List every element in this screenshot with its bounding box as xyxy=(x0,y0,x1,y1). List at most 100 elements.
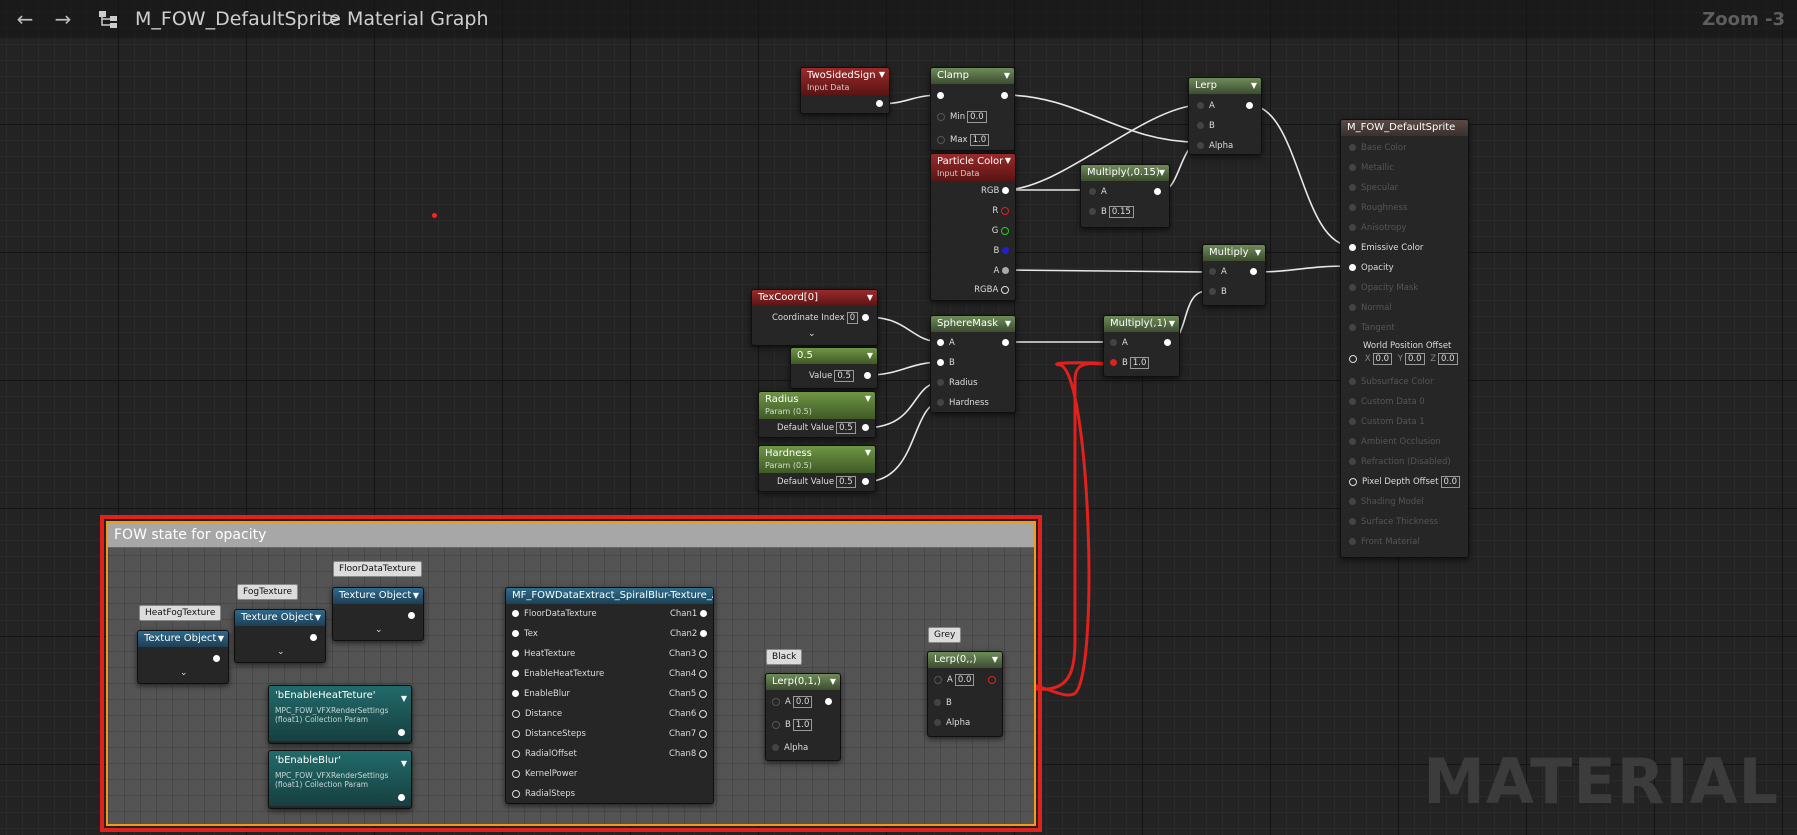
chevron-down-icon[interactable]: ▼ xyxy=(400,694,407,703)
chevron-down-icon[interactable]: ▼ xyxy=(864,394,871,403)
const-value[interactable]: 0.5 xyxy=(834,370,854,382)
chevron-down-icon[interactable]: ▼ xyxy=(1250,81,1257,90)
mf-output-pin[interactable]: Chan2 xyxy=(670,628,707,640)
mf-input-pin[interactable]: KernelPower xyxy=(512,768,577,780)
mf-input-pin[interactable]: EnableBlur xyxy=(512,688,570,700)
comment-title[interactable]: FOW state for opacity xyxy=(108,523,1034,548)
breadcrumb-material-graph[interactable]: Material Graph xyxy=(347,8,489,30)
output-pin[interactable] xyxy=(1154,186,1161,198)
mf-input-pin[interactable]: DistanceSteps xyxy=(512,728,586,740)
a-pin[interactable]: A xyxy=(993,265,1009,277)
input-pin[interactable] xyxy=(937,90,944,102)
output-pin[interactable] xyxy=(1001,90,1008,102)
alpha-pin[interactable]: Alpha xyxy=(772,742,808,754)
pin-emissive-color[interactable]: Emissive Color xyxy=(1349,242,1423,254)
mf-output-pin[interactable]: Chan8 xyxy=(669,748,707,760)
chevron-down-icon[interactable]: ▼ xyxy=(829,677,836,686)
mf-output-pin[interactable]: Chan3 xyxy=(669,648,707,660)
output-pin[interactable] xyxy=(398,727,405,739)
b-value[interactable]: 1.0 xyxy=(792,719,813,731)
mf-input-pin[interactable]: EnableHeatTexture xyxy=(512,668,604,680)
mf-output-pin[interactable]: Chan1 xyxy=(670,608,707,620)
pin-opacity[interactable]: Opacity xyxy=(1349,262,1394,274)
hierarchy-icon[interactable] xyxy=(98,10,118,28)
output-pin[interactable] xyxy=(862,422,869,434)
chevron-down-icon[interactable]: ⌄ xyxy=(808,329,816,339)
chevron-down-icon[interactable]: ▼ xyxy=(1158,168,1165,177)
b-pin[interactable]: B xyxy=(937,357,955,369)
a-value[interactable]: 0.0 xyxy=(954,674,975,686)
output-pin[interactable] xyxy=(862,312,869,324)
min-value[interactable]: 0.0 xyxy=(967,111,987,123)
a-pin[interactable]: A xyxy=(937,337,955,349)
g-pin[interactable]: G xyxy=(992,225,1009,237)
mf-output-pin[interactable]: Chan5 xyxy=(669,688,707,700)
a-pin[interactable]: A xyxy=(1197,100,1215,112)
output-pin[interactable] xyxy=(864,370,871,382)
chevron-down-icon[interactable]: ▼ xyxy=(1003,71,1010,80)
wpo-z[interactable]: 0.0 xyxy=(1438,353,1458,365)
node-benableblur-param[interactable]: 'bEnableBlur' MPC_FOW_VFXRenderSettings … xyxy=(268,750,412,809)
node-material-output[interactable]: M_FOW_DefaultSprite Base Color Metallic … xyxy=(1340,119,1469,558)
chevron-down-icon[interactable]: ▼ xyxy=(866,351,873,360)
mf-output-pin[interactable]: Chan4 xyxy=(669,668,707,680)
output-pin[interactable] xyxy=(862,476,869,488)
output-pin[interactable] xyxy=(408,610,415,622)
alpha-pin[interactable]: Alpha xyxy=(1197,140,1233,152)
chevron-down-icon[interactable]: ▼ xyxy=(1254,248,1261,257)
mf-input-pin[interactable]: RadialSteps xyxy=(512,788,575,800)
breadcrumb-asset[interactable]: M_FOW_DefaultSprite xyxy=(135,8,341,30)
mf-output-pin[interactable]: Chan6 xyxy=(669,708,707,720)
node-lerp[interactable]: Lerp▼ A B Alpha xyxy=(1188,77,1262,155)
node-texture-object-fog[interactable]: Texture Object▼ ⌄ xyxy=(234,609,326,663)
output-pin[interactable] xyxy=(310,632,317,644)
b-pin[interactable]: B xyxy=(993,245,1009,257)
b-pin[interactable]: B xyxy=(1209,286,1227,298)
node-texture-object-floor[interactable]: Texture Object▼ ⌄ xyxy=(332,587,424,641)
node-spheremask[interactable]: SphereMask▼ A B Radius Hardness xyxy=(930,315,1016,413)
mf-input-pin[interactable]: HeatTexture xyxy=(512,648,575,660)
mf-input-pin[interactable]: FloorDataTexture xyxy=(512,608,597,620)
mf-input-pin[interactable]: Distance xyxy=(512,708,562,720)
forward-arrow-icon[interactable]: → xyxy=(54,7,72,31)
chevron-down-icon[interactable]: ▼ xyxy=(412,591,419,600)
chevron-down-icon[interactable]: ▼ xyxy=(866,293,873,302)
wpo-x[interactable]: 0.0 xyxy=(1372,353,1393,365)
chevron-down-icon[interactable]: ▼ xyxy=(991,655,998,664)
hardness-pin[interactable]: Hardness xyxy=(937,397,989,409)
chevron-down-icon[interactable]: ⌄ xyxy=(375,625,383,635)
a-value[interactable]: 0.0 xyxy=(792,696,813,708)
chevron-down-icon[interactable]: ▼ xyxy=(1004,319,1011,328)
b-pin[interactable]: B xyxy=(1197,120,1215,132)
wpo-y[interactable]: 0.0 xyxy=(1404,353,1425,365)
chevron-down-icon[interactable]: ▼ xyxy=(400,759,407,768)
hardness-value[interactable]: 0.5 xyxy=(836,476,856,488)
node-multiply[interactable]: Multiply▼ A B xyxy=(1202,244,1266,306)
a-pin[interactable]: A xyxy=(1110,337,1128,349)
r-pin[interactable]: R xyxy=(992,205,1009,217)
chevron-down-icon[interactable]: ▼ xyxy=(878,70,885,79)
b-value[interactable]: 0.15 xyxy=(1108,206,1134,218)
chevron-down-icon[interactable]: ⌄ xyxy=(180,668,188,678)
radius-pin[interactable]: Radius xyxy=(937,377,978,389)
mf-input-pin[interactable]: RadialOffset xyxy=(512,748,577,760)
max-value[interactable]: 1.0 xyxy=(969,134,990,146)
radius-value[interactable]: 0.5 xyxy=(836,422,856,434)
output-pin[interactable] xyxy=(1250,266,1257,278)
output-pin[interactable] xyxy=(825,696,832,708)
chevron-down-icon[interactable]: ▼ xyxy=(314,613,321,622)
